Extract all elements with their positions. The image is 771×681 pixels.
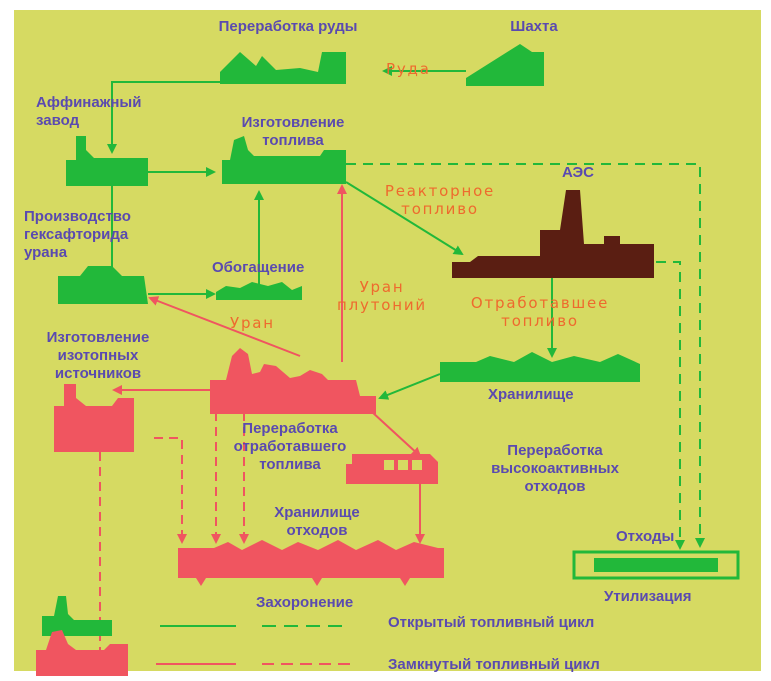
- npp-label: АЭС: [562, 164, 594, 181]
- hexafluoride-label: Производство гексафторида урана: [24, 208, 131, 261]
- storage-label: Хранилище: [488, 386, 574, 403]
- waste-storage-icon: [178, 540, 444, 578]
- waste-label: Отходы: [616, 528, 675, 545]
- reprocessing-icon: [210, 348, 376, 414]
- utilization-icon: [572, 550, 740, 580]
- disposal-marker: [400, 578, 410, 586]
- uranium-flow-label: Уран: [230, 314, 275, 332]
- legend-open-cycle-icon: [42, 596, 112, 636]
- isotope-to-storage-dashed: [154, 437, 187, 544]
- uranium-plutonium-flow-label: Уран плутоний: [337, 278, 427, 314]
- disposal-marker: [196, 578, 206, 586]
- hlw-processing-label: Переработка высокоактивных отходов: [491, 442, 619, 495]
- mine-icon: [466, 44, 544, 86]
- fuel-fabrication-icon: [222, 136, 346, 184]
- hlw-processing-icon: [346, 454, 438, 484]
- ore-processing-label: Переработка руды: [218, 18, 358, 35]
- disposal-label: Захоронение: [256, 594, 354, 611]
- mine-label: Шахта: [510, 18, 558, 35]
- ore-processing-icon: [220, 52, 346, 84]
- spent-fuel-flow-label: Отработавшее топливо: [470, 294, 610, 330]
- isotope-sources-label: Изготовление изотопных источников: [46, 329, 150, 382]
- legend-closed-cycle-icon: [36, 630, 128, 676]
- hexafluoride-icon: [58, 266, 148, 304]
- disposal-marker: [312, 578, 322, 586]
- reprocessing-to-hlw-arrow: [371, 411, 422, 458]
- waste-storage-label: Хранилище отходов: [274, 504, 360, 539]
- storage-to-reprocessing-arrow: [378, 373, 441, 400]
- reactor-fuel-arrow: [345, 181, 464, 256]
- refinery-icon: [66, 136, 148, 186]
- uranium-return-arrow: [148, 296, 301, 357]
- fuel-fabrication-label: Изготовление топлива: [241, 114, 345, 149]
- utilization-label: Утилизация: [604, 588, 692, 605]
- isotope-sources-icon: [54, 384, 134, 452]
- legend-open-cycle-label: Открытый топливный цикл: [388, 614, 595, 631]
- legend-closed-cycle-label: Замкнутый топливный цикл: [388, 656, 600, 673]
- npp-icon: [452, 190, 654, 278]
- enrichment-icon: [216, 282, 302, 300]
- ore-flow-label: Руда: [386, 60, 431, 78]
- npp-to-waste-dashed: [656, 261, 685, 550]
- enrichment-label: Обогащение: [212, 259, 305, 276]
- refinery-label: Аффинажный завод: [36, 94, 142, 129]
- reactor-fuel-flow-label: Реакторное топливо: [384, 182, 496, 218]
- storage-icon: [440, 352, 640, 382]
- spent-fuel-reprocessing-label: Переработка отработавшего топлива: [233, 420, 347, 473]
